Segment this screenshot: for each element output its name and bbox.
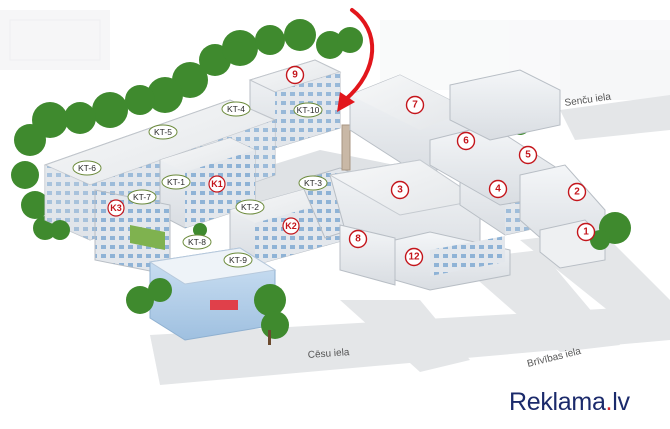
kt-label-3: KT-3 (304, 178, 322, 188)
building-number-marker-3 (390, 180, 410, 200)
street-label-cesu: Cēsu iela (307, 347, 350, 361)
building-number-label-12: 12 (408, 252, 420, 263)
kt-label-6: KT-6 (78, 163, 96, 173)
kt-label-10: KT-10 (297, 105, 320, 115)
kt-label-9: KT-9 (229, 255, 247, 265)
building-number-marker-1 (576, 222, 596, 242)
markers: KT-1KT-2 KT-3 KT-4KT-5KT-6KT-7KT-8KT-9 KT-1… (72, 65, 596, 268)
building-number-label-3: 3 (397, 185, 403, 196)
building-number-marker-7 (405, 95, 425, 115)
kt-marker-5 (148, 124, 178, 140)
chimney-icon (341, 124, 351, 171)
kt-label-2: KT-2 (241, 202, 259, 212)
kt-label-4: KT-4 (227, 104, 245, 114)
kt-marker-9 (223, 252, 253, 268)
arrow-head (337, 92, 355, 112)
building-number-marker-5 (518, 145, 538, 165)
kt-label-1: KT-1 (167, 177, 185, 187)
kt-marker-7 (127, 189, 157, 205)
brand-tld: lv (612, 388, 630, 416)
building-number-label-1: 1 (583, 227, 589, 238)
building-number-label-4: 4 (495, 184, 501, 195)
building-number-label-5: 5 (525, 150, 531, 161)
building-number-label-6: 6 (463, 136, 469, 147)
kt-marker-8 (182, 234, 212, 250)
kt-marker-4 (221, 101, 251, 117)
building-number-marker-8 (348, 229, 368, 249)
tree-icon (268, 330, 271, 345)
brand-separator: . (605, 388, 613, 416)
building-number-marker-9 (285, 65, 305, 85)
k-label-k3: K3 (110, 203, 122, 213)
kt-label-8: KT-8 (188, 237, 206, 247)
building-12 (394, 231, 511, 291)
k-label-k2: K2 (285, 221, 297, 231)
tree-cluster-front (50, 212, 631, 339)
kt-marker-3 (298, 175, 328, 191)
kt-marker-10 (293, 102, 323, 118)
kt-label-5: KT-5 (154, 127, 172, 137)
building-number-marker-12 (404, 247, 424, 267)
k-marker-k1 (208, 175, 226, 193)
entrance-sign (210, 300, 238, 310)
building-number-marker-2 (567, 182, 587, 202)
k-marker-k3 (107, 199, 125, 217)
kt-marker-1 (161, 174, 191, 190)
brand-name: Reklama (509, 388, 606, 416)
building-number-label-2: 2 (574, 187, 580, 198)
k-label-k1: K1 (211, 179, 223, 189)
building-number-label-8: 8 (355, 234, 361, 245)
kt-marker-6 (72, 160, 102, 176)
brand-logo: Reklama.lv (509, 388, 630, 417)
kt-label-7: KT-7 (133, 192, 151, 202)
building-number-marker-4 (488, 179, 508, 199)
red-arrow-icon (343, 8, 375, 102)
building-number-label-9: 9 (292, 70, 298, 81)
building-number-marker-6 (456, 131, 476, 151)
building-far-right (449, 69, 561, 141)
k-marker-k2 (282, 217, 300, 235)
building-number-label-7: 7 (412, 100, 418, 111)
kt-marker-2 (235, 199, 265, 215)
